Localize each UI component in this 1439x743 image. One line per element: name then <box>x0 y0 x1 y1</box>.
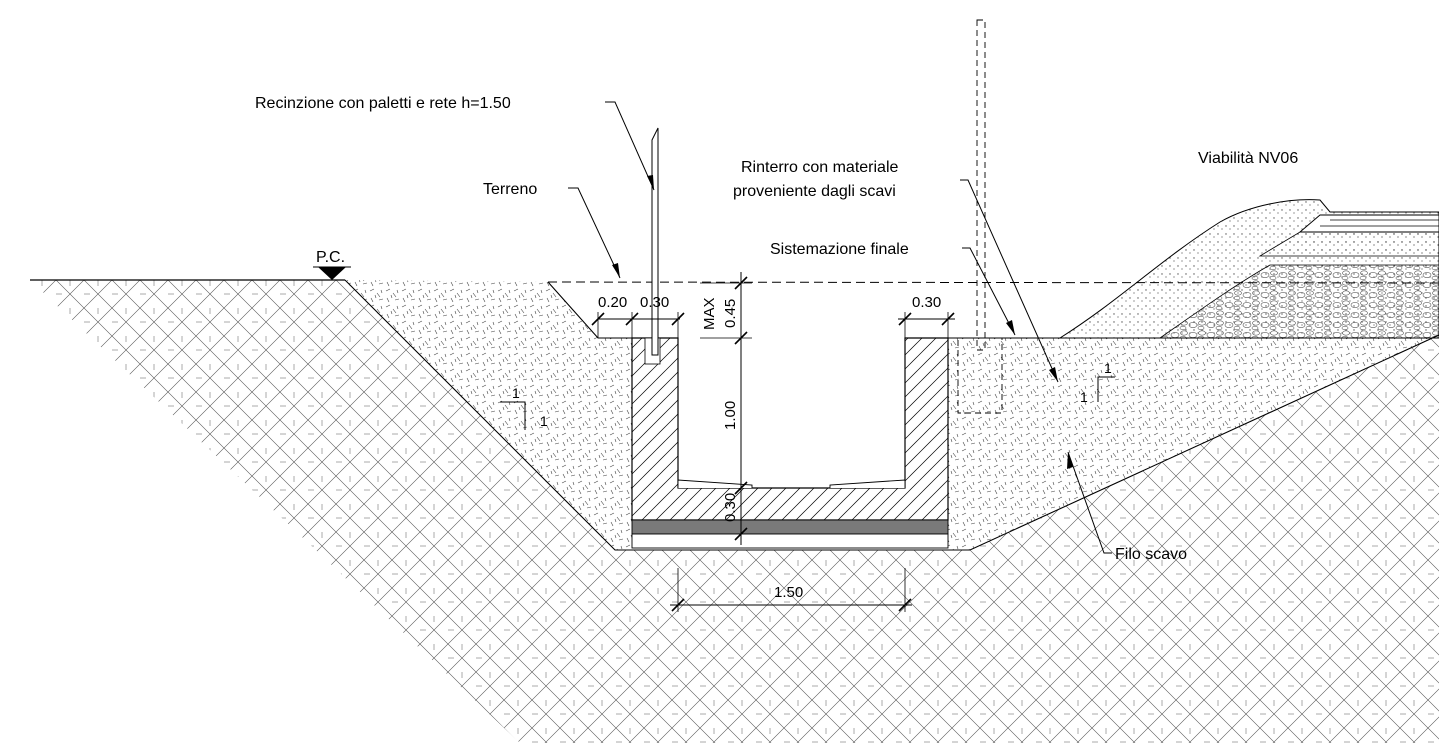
bedding-layer <box>631 533 949 549</box>
terreno-leader <box>568 187 621 279</box>
dim-030-left: 0.30 <box>640 294 669 311</box>
label-viabilita: Viabilità NV06 <box>1198 150 1298 167</box>
dim-100: 1.00 <box>722 401 739 430</box>
slope-indicator-left <box>500 401 526 430</box>
dim-tick <box>941 312 955 326</box>
slope-left-h: 1 <box>512 385 520 401</box>
sistemazione-leader <box>962 247 1016 336</box>
road-gravel-layer <box>1158 264 1439 339</box>
dim-030-right: 0.30 <box>912 294 941 311</box>
dim-030-bottom: 0.30 <box>722 493 739 522</box>
slope-indicator-right <box>1097 376 1115 402</box>
dim-tick <box>591 312 605 326</box>
rinterro-leader <box>960 179 1059 383</box>
label-pc: P.C. <box>316 249 345 266</box>
dim-tick <box>734 331 748 345</box>
filo-scavo-leader <box>1067 451 1112 554</box>
excavation-outline <box>344 279 1439 551</box>
backfill-right <box>948 335 1439 550</box>
rinterro-arrow-icon <box>1049 367 1058 382</box>
fence-post <box>651 127 659 356</box>
dim-tick <box>734 527 748 541</box>
dim-020: 0.20 <box>598 294 627 311</box>
road-pavement <box>1298 214 1439 233</box>
dim-tick <box>671 598 685 612</box>
slope-left-v: 1 <box>540 413 548 429</box>
natural-ground <box>30 280 1439 743</box>
lean-concrete-layer <box>631 519 949 535</box>
road-base-layer <box>1258 231 1439 257</box>
slope-right-v: 1 <box>1080 389 1088 405</box>
dim-045: 0.45 <box>722 299 739 328</box>
dim-tick <box>734 276 748 290</box>
recinzione-arrow-icon <box>647 175 654 190</box>
dim-tick <box>734 481 748 495</box>
backfill-left <box>345 280 632 550</box>
pc-level-marker-icon <box>318 267 346 280</box>
sistemazione-arrow-icon <box>1006 320 1015 335</box>
slope-right-h: 1 <box>1104 360 1112 376</box>
filo-scavo-arrow-icon <box>1067 452 1073 469</box>
dashed-post <box>976 19 986 351</box>
dim-max: MAX <box>701 297 718 330</box>
dim-tick <box>898 598 912 612</box>
dashed-post-foundation <box>957 337 1003 414</box>
label-rinterro-line1: Rinterro con materiale <box>741 159 899 176</box>
label-terreno: Terreno <box>483 181 537 198</box>
label-sistemazione: Sistemazione finale <box>770 241 909 258</box>
dim-tick <box>625 312 639 326</box>
channel-floor-left <box>677 479 753 488</box>
dim-150: 1.50 <box>774 584 803 601</box>
dim-tick <box>671 312 685 326</box>
label-recinzione: Recinzione con paletti e rete h=1.50 <box>255 95 511 112</box>
label-rinterro-line2: proveniente dagli scavi <box>733 183 896 200</box>
recinzione-leader <box>605 101 655 191</box>
label-filo-scavo: Filo scavo <box>1115 546 1187 563</box>
concrete-channel <box>631 337 949 521</box>
terreno-arrow-icon <box>612 263 620 278</box>
terrain-dashed-line <box>547 281 1439 284</box>
dim-tick <box>898 312 912 326</box>
channel-floor-right <box>829 479 906 488</box>
